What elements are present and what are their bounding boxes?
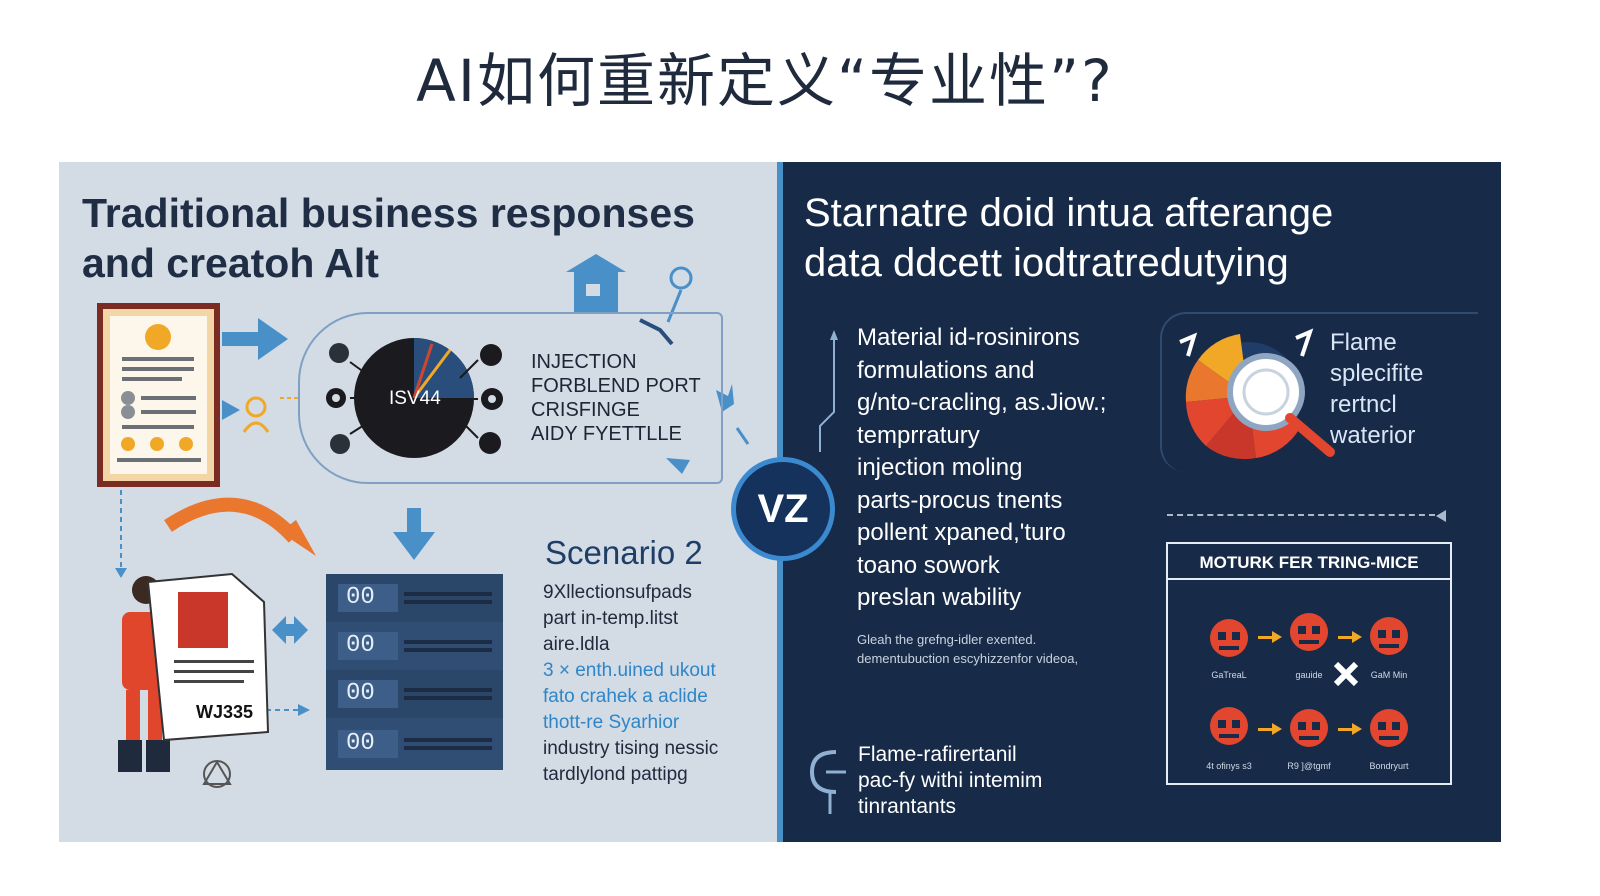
material-line: Material id-rosinirons [857,324,1080,351]
flame-bottom-text: Flame-rafirertanil pac-fy withi intemim … [858,742,1042,820]
right-heading: Starnatre doid intua afterange data ddce… [804,188,1494,288]
robot-label: 4t ofinys s3 [1206,761,1252,771]
close-x-icon [1333,661,1359,687]
person-gear-icon [222,396,270,433]
scenario-highlight-line: fato crahek a aclide [543,686,708,707]
gauge-label: ISV44 [389,388,441,409]
server-label: 00 [346,584,375,611]
robot-icon [1210,707,1248,745]
versus-badge: VZ [731,457,835,561]
injection-line: AIDY FYETTLLE [531,423,682,445]
injection-list: INJECTION FORBLEND PORT CRISFINGE AIDY F… [531,350,701,446]
scenario-title: Scenario 2 [545,534,703,571]
material-line: pollent xpaned,'turo [857,519,1066,546]
robot-label: gauide [1295,670,1323,680]
server-label: 00 [346,632,375,659]
material-line: g/nto-cracling, as.Jiow.; [857,389,1107,416]
flame-card-line: splecifite [1330,360,1424,387]
material-line: temprratury [857,421,980,449]
robot-label: Bondryurt [1369,761,1409,771]
material-line: injection moling [857,454,1023,481]
footnote-text: Gleah the grefng-idler exented. dementub… [857,630,1157,668]
scenario-line: industry tising nessic [543,738,719,759]
right-heading-line: Starnatre doid intua afterange [804,191,1334,235]
flame-bottom-line: pac-fy withi intemim [858,769,1043,792]
scenario-line: part in-temp.litst [543,608,679,629]
server-label: 00 [346,680,375,707]
flame-bottom-line: tinrantants [858,795,957,818]
dashed-separator [1167,514,1435,516]
robot-icon [1290,613,1328,651]
material-line: formulations and [857,356,1035,384]
robot-icon [1290,709,1328,747]
injection-line: CRISFINGE [531,399,640,421]
dash-arrow-head [1436,510,1446,522]
injection-line: FORBLEND PORT [531,375,701,397]
robot-label: GaTreaL [1211,670,1247,680]
scenario-text: 9Xllectionsufpads part in-temp.litst air… [543,580,773,788]
page-title: AI如何重新定义“专业性”? [416,47,1114,115]
document-stamp: WJ335 [196,702,253,722]
footnote-line: dementubuction escyhizzenfor videoa, [857,651,1079,666]
flame-gear-icon [1179,328,1335,460]
flame-bottom-line: Flame-rafirertanil [858,743,1017,766]
dashed-connector-head [298,704,310,716]
flame-card [1160,312,1478,472]
scenario-line: 9Xllectionsufpads [543,582,692,603]
motor-panel-title: MOTURK FER TRING-MICE [1168,546,1450,580]
arrow-down-icon [393,508,435,560]
flame-card-line: waterior [1330,422,1416,449]
right-heading-line: data ddcett iodtratredutying [804,241,1289,285]
scenario-highlight-line: 3 × enth.uined ukout [543,660,716,681]
footnote-line: Gleah the grefng-idler exented. [857,632,1037,647]
home-icon [566,254,626,312]
robot-label: GaM Min [1370,670,1408,680]
robot-icon [1370,617,1408,655]
injection-line: INJECTION [531,351,637,373]
scenario-line: tardlylond pattipg [543,764,688,785]
vertical-flow-line [819,330,838,452]
triangle-circle-icon [202,760,232,788]
robot-icon [1210,619,1248,657]
document-icon [146,572,270,742]
left-heading: Traditional business responses and creat… [82,188,762,288]
flow-arrow-icon [1258,631,1362,735]
left-heading-line: and creatoh Alt [82,240,379,286]
motor-panel [1166,542,1452,785]
plug-icon [809,750,846,814]
arrow-right-icon [222,318,288,360]
certificate-icon [97,303,220,487]
server-label: 00 [346,730,375,757]
scenario-highlight-line: thott-re Syarhior [543,712,680,733]
scenario-line: aire.ldla [543,634,610,655]
robot-icon [1370,709,1408,747]
double-arrow-icon [272,616,308,644]
robot-label: R9 ]@tgmf [1287,761,1331,771]
material-text: Material id-rosinirons formulations and … [857,322,1157,615]
left-heading-line: Traditional business responses [82,190,695,236]
flame-card-line: rertncl [1330,391,1397,418]
material-line: toano sowork [857,551,1000,579]
server-rack-icon [326,574,503,770]
dashed-connector-head [115,568,127,578]
curved-arrow-icon [164,497,316,556]
material-line: preslan wability [857,584,1022,611]
flame-card-line: Flame [1330,329,1397,356]
injection-diagram-frame [298,312,723,484]
flame-card-text: Flame splecifite rertncl waterior [1330,327,1423,451]
material-line: parts-procus tnents [857,486,1063,514]
